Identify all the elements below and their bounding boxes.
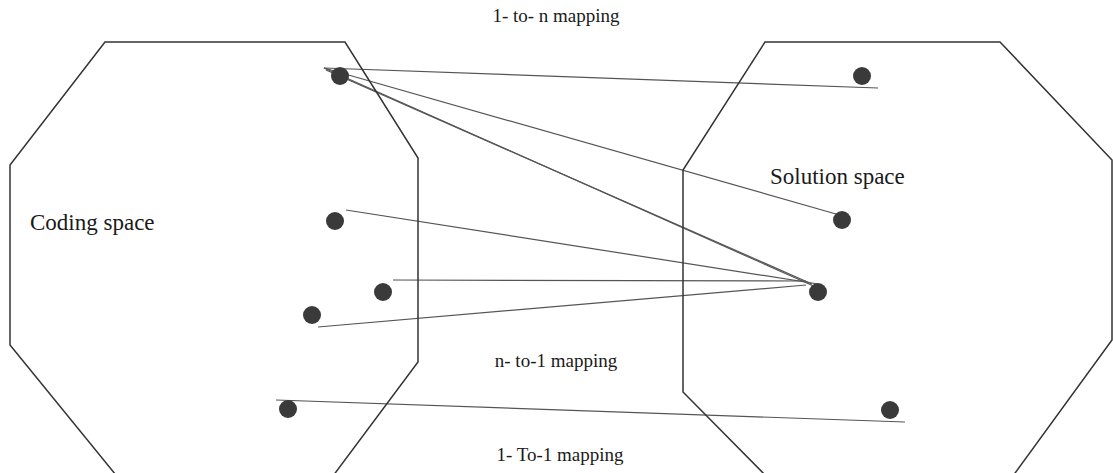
mapping-line: [393, 280, 806, 281]
solution-dot: [809, 283, 827, 301]
mapping-line: [276, 400, 905, 422]
mapping-label: 1- To-1 mapping: [493, 444, 626, 466]
octagon-outline: [10, 42, 420, 473]
mapping-line: [324, 68, 836, 214]
coding-dot: [374, 283, 392, 301]
space-title: Coding space: [30, 210, 155, 236]
mapping-line: [326, 70, 812, 284]
space-title: Solution space: [770, 164, 905, 190]
octagon-outline: [683, 42, 1113, 473]
solution-space-octagon: Solution space: [683, 42, 1113, 473]
coding-space-octagon: Coding space: [10, 42, 420, 473]
coding-dot: [303, 306, 321, 324]
mapping-line: [346, 210, 818, 284]
coding-dot: [326, 212, 344, 230]
mapping-line: [324, 68, 818, 288]
mapping-label: 1- to- n mapping: [489, 5, 622, 27]
octagon-border: [10, 42, 418, 473]
octagon-border: [683, 42, 1112, 473]
solution-dot: [853, 67, 871, 85]
mapping-line: [324, 68, 878, 88]
solution-dot: [881, 401, 899, 419]
solution-dot: [833, 211, 851, 229]
mapping-label: n- to-1 mapping: [492, 350, 620, 372]
coding-dot: [279, 400, 297, 418]
coding-dot: [331, 67, 349, 85]
